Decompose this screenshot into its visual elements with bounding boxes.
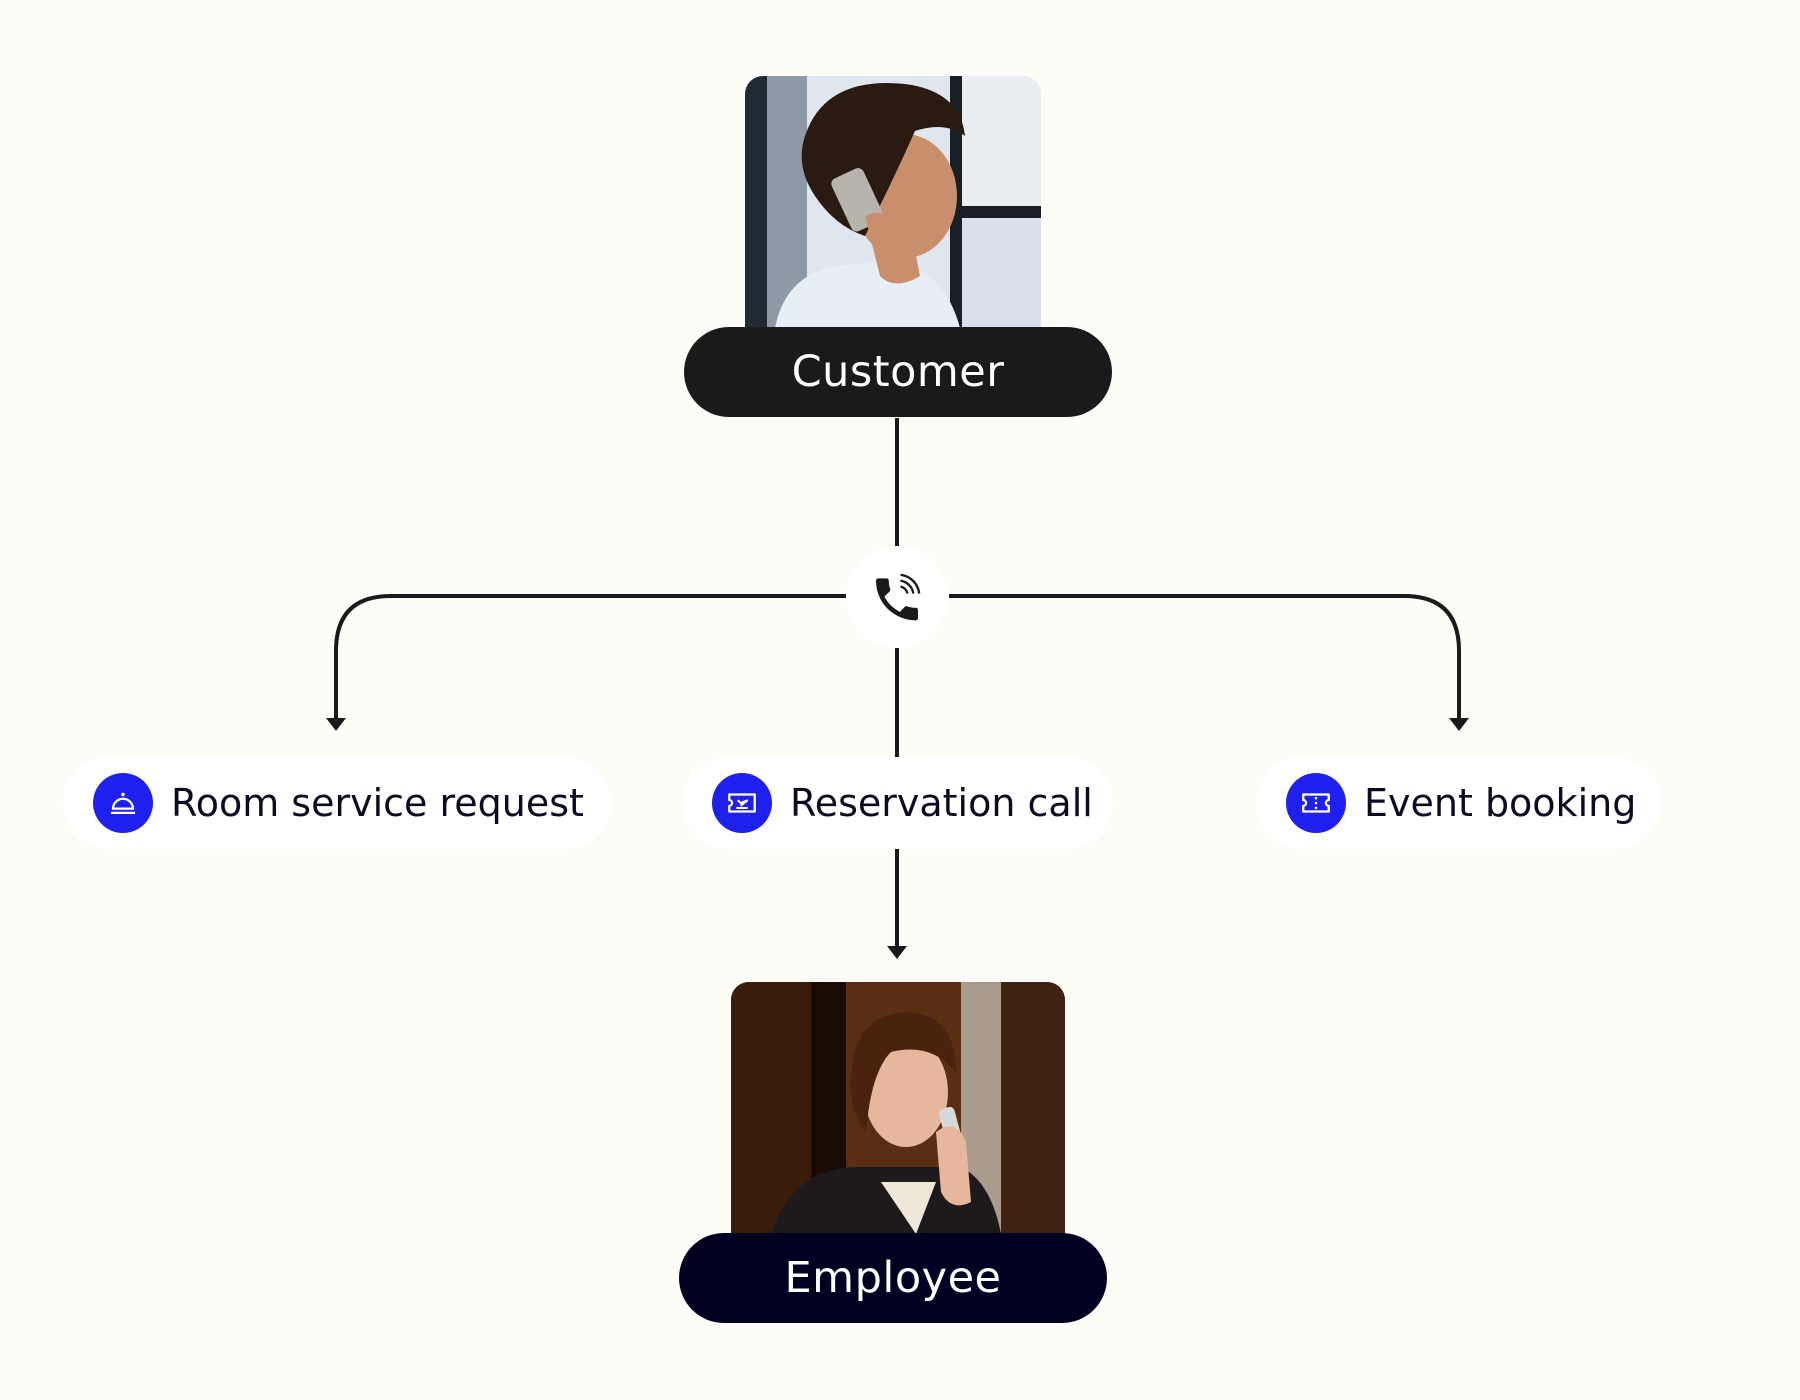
node-event-booking: Event booking	[1256, 757, 1661, 849]
service-bell-icon	[93, 773, 153, 833]
room-service-arrowhead	[326, 718, 346, 731]
node-label: Reservation call	[790, 781, 1093, 825]
employee-label: Employee	[784, 1253, 1002, 1303]
hub-to-room-service-arrow	[334, 594, 846, 722]
phone-hub	[846, 546, 948, 648]
phone-call-icon	[876, 573, 921, 621]
node-room-service-request: Room service request	[63, 757, 611, 849]
node-reservation-call: Reservation call	[682, 757, 1113, 849]
flight-ticket-icon	[712, 773, 772, 833]
hub-to-event-arrow	[949, 594, 1461, 722]
node-label: Room service request	[171, 781, 584, 825]
customer-photo	[745, 76, 1041, 328]
event-arrowhead	[1449, 718, 1469, 731]
node-label: Event booking	[1364, 781, 1637, 825]
event-ticket-icon	[1286, 773, 1346, 833]
employee-photo	[731, 982, 1065, 1234]
employee-arrowhead	[887, 946, 907, 959]
employee-label-pill: Employee	[679, 1233, 1107, 1323]
customer-label: Customer	[791, 347, 1005, 397]
customer-label-pill: Customer	[684, 327, 1112, 417]
